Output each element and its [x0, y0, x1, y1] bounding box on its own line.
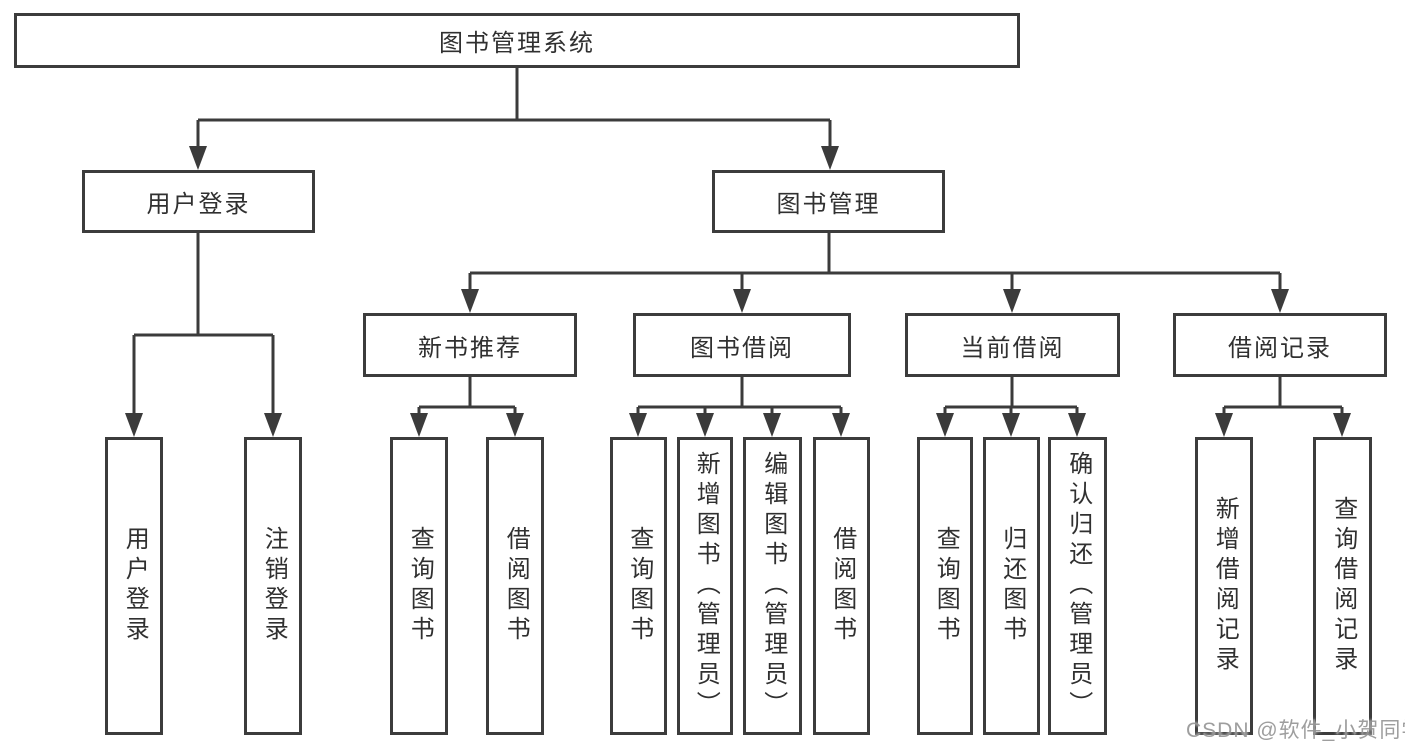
leaf-query-borrow-record: 查询借阅记录 [1313, 437, 1372, 735]
node-label: 查询图书 [406, 526, 434, 646]
node-user-login: 用户登录 [82, 170, 315, 233]
arrowheads [125, 146, 1351, 437]
node-library-system: 图书管理系统 [14, 13, 1020, 68]
node-label: 新书推荐 [418, 334, 522, 362]
node-current-borrowing: 当前借阅 [905, 313, 1120, 377]
node-borrow-records: 借阅记录 [1173, 313, 1387, 377]
node-label: 新增图书（管理员） [692, 451, 720, 721]
node-book-management: 图书管理 [712, 170, 945, 233]
leaf-return-book: 归还图书 [983, 437, 1040, 735]
leaf-user-login: 用户登录 [105, 437, 163, 735]
node-label: 注销登录 [260, 526, 288, 646]
node-label: 查询借阅记录 [1329, 496, 1357, 676]
node-label: 借阅图书 [828, 526, 856, 646]
node-label: 借阅记录 [1228, 334, 1332, 362]
node-book-borrowing: 图书借阅 [633, 313, 851, 377]
node-label: 确认归还（管理员） [1064, 451, 1092, 721]
leaf-logout: 注销登录 [244, 437, 302, 735]
node-label: 用户登录 [121, 526, 149, 646]
node-label: 图书管理系统 [439, 30, 595, 57]
node-label: 借阅图书 [502, 526, 530, 646]
node-label: 归还图书 [998, 526, 1026, 646]
leaf-edit-book-admin: 编辑图书（管理员） [743, 437, 802, 735]
leaf-borrow-books-recommend: 借阅图书 [486, 437, 544, 735]
node-label: 当前借阅 [960, 334, 1065, 362]
leaf-add-borrow-record: 新增借阅记录 [1195, 437, 1253, 735]
node-label: 图书借阅 [690, 334, 794, 362]
node-label: 图书管理 [776, 191, 881, 218]
node-label: 编辑图书（管理员） [759, 451, 787, 721]
leaf-query-books-recommend: 查询图书 [390, 437, 448, 735]
node-label: 新增借阅记录 [1211, 496, 1239, 676]
leaf-query-books-current: 查询图书 [917, 437, 973, 735]
node-new-book-recommend: 新书推荐 [363, 313, 577, 377]
node-label: 用户登录 [146, 191, 251, 218]
leaf-confirm-return-admin: 确认归还（管理员） [1048, 437, 1107, 735]
leaf-borrow-books: 借阅图书 [813, 437, 870, 735]
leaf-add-book-admin: 新增图书（管理员） [677, 437, 733, 735]
leaf-query-books-borrow: 查询图书 [610, 437, 667, 735]
node-label: 查询图书 [625, 526, 653, 646]
edge-lines [132, 68, 1344, 415]
csdn-watermark: CSDN @软件_小贺同学 [1186, 719, 1405, 742]
node-label: 查询图书 [932, 526, 960, 646]
